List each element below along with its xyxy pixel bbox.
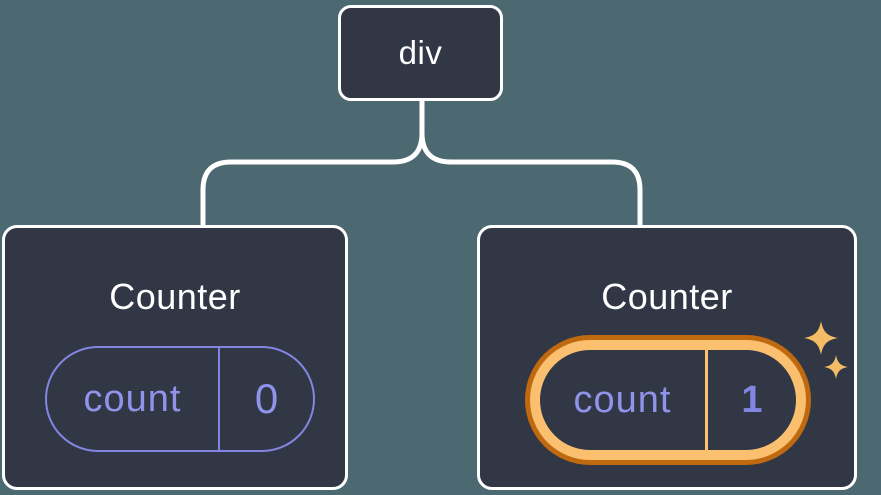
div-node-label: div: [398, 34, 443, 71]
state-key-cell: count: [47, 348, 220, 450]
state-value: 1: [741, 378, 763, 421]
sparkles-icon: [824, 355, 848, 379]
counter-node-left: Counter count 0: [2, 225, 348, 490]
sparkles-icon: [804, 321, 838, 355]
state-value-cell: 0: [220, 348, 313, 450]
counter-node-right: Counter count 1: [477, 225, 857, 490]
state-key-label: count: [573, 378, 672, 421]
state-badge-highlighted: count 1: [530, 340, 806, 460]
state-key-cell: count: [540, 350, 708, 450]
state-value: 0: [254, 375, 279, 422]
state-badge: count 0: [45, 346, 315, 452]
counter-title: Counter: [109, 276, 241, 317]
counter-title: Counter: [601, 276, 733, 317]
state-key-label: count: [83, 377, 182, 420]
tree-node-div: div: [338, 5, 503, 101]
state-value-cell: 1: [708, 350, 796, 450]
